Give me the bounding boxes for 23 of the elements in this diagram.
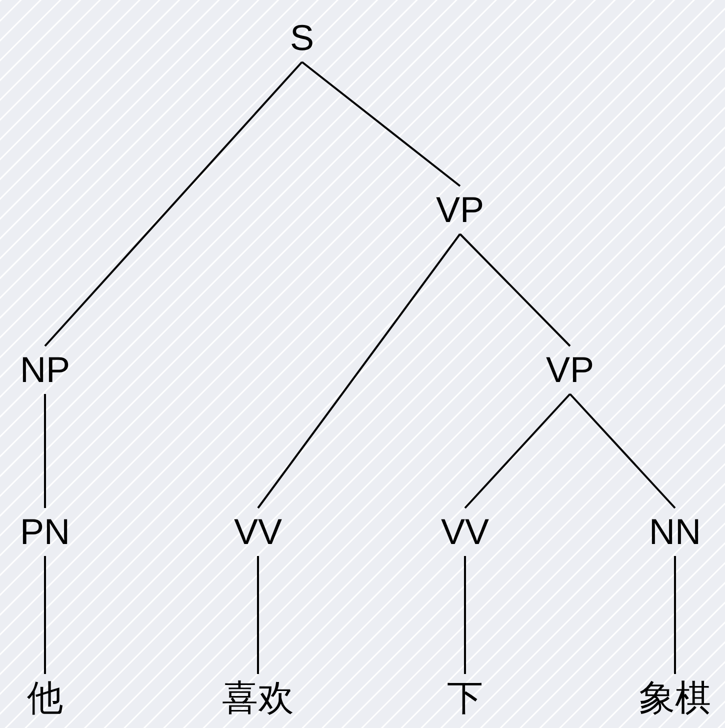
tree-label: VV [234,512,282,552]
tree-label: VV [441,512,490,552]
word-label: 象棋 [639,678,711,718]
tree-branch [301,61,461,187]
tree-branch [569,393,676,509]
tree-branch [464,393,571,509]
word-label: 下 [447,678,483,718]
tree-label: PN [20,512,70,552]
tree-label: NP [20,350,70,390]
tree-label: VP [436,190,484,230]
tree-label: S [290,18,314,58]
tree-branch [44,61,303,347]
tree-branch [257,556,259,674]
tree-label: NN [649,512,701,552]
tree-branch [459,233,571,347]
tree-branch [464,556,466,674]
tree-branch [257,233,461,509]
tree-label: VP [546,350,594,390]
word-label: 他 [27,678,63,718]
word-label: 喜欢 [222,678,294,718]
tree-branch [674,556,676,674]
tree-branch [44,556,46,674]
tree-branch [44,394,46,508]
